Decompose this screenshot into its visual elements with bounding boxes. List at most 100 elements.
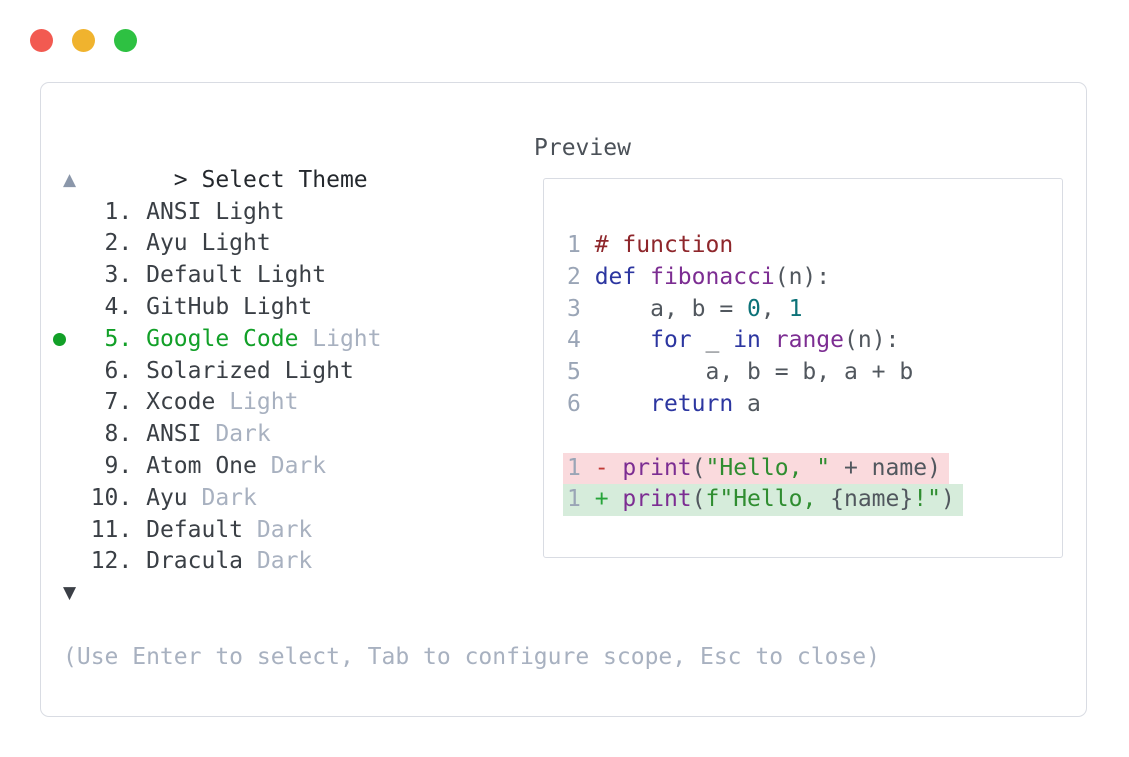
theme-list-column: > Select Theme ▲ 1. ANSI Light 2. Ayu Lig… (53, 133, 880, 674)
preview-box: 1 # function 2 def fibonacci (n): 3 a, b = … (543, 178, 1063, 558)
selected-bullet-icon (53, 333, 66, 347)
item-number: 10. (63, 484, 147, 511)
item-theme-variant: Dark (256, 548, 313, 575)
code-token (636, 264, 650, 290)
item-theme-variant: Dark (256, 516, 313, 543)
traffic-lights (30, 29, 137, 52)
item-theme-name: Xcode (146, 389, 230, 416)
item-theme-name: ANSI (146, 421, 216, 448)
code-token (595, 327, 650, 353)
code-token: ) (940, 486, 955, 513)
item-number: 5. (63, 325, 147, 352)
diff-added-line: 1 + print(f"Hello, {name}!") (563, 484, 963, 517)
code-token: range (774, 327, 844, 354)
theme-list-item[interactable]: 5. Google Code Light (53, 324, 880, 356)
theme-picker-panel: > Select Theme ▲ 1. ANSI Light 2. Ayu Lig… (40, 82, 1087, 717)
code-token: # function (594, 232, 734, 258)
code-token: 1 (788, 295, 803, 322)
theme-list-item[interactable]: 3. Default Light (63, 260, 880, 292)
line-number: 5 (567, 359, 595, 386)
item-number: 6. (63, 357, 147, 384)
theme-list-item[interactable]: 7. Xcode Light (63, 387, 880, 419)
prompt-chevron: > (173, 166, 188, 193)
theme-list-item[interactable]: 4. GitHub Light (63, 292, 880, 324)
item-theme-variant: Dark (201, 484, 257, 511)
code-token: a (733, 390, 761, 417)
keyboard-hint: (Use Enter to select, Tab to configure s… (63, 643, 880, 670)
code-line: 5 a, b = b, a + b (567, 357, 963, 389)
code-token: return (650, 390, 734, 417)
item-theme-variant: Dark (270, 452, 327, 479)
item-theme-name: ANSI (146, 198, 216, 225)
item-theme-name: Dracula (146, 548, 257, 575)
code-token: a, b = b, a + b (594, 359, 914, 386)
code-line: 6 return a (567, 389, 963, 421)
theme-list-item[interactable]: 2. Ayu Light (63, 228, 880, 260)
item-number: 9. (63, 452, 147, 479)
item-number: 11. (63, 516, 147, 543)
minimize-button[interactable] (72, 29, 95, 52)
code-token: ( (691, 486, 706, 513)
code-token: ( (691, 454, 706, 481)
item-theme-variant: Light (312, 325, 382, 352)
line-number: 1 (567, 454, 595, 481)
code-token: !" (913, 486, 941, 513)
item-theme-name: Ayu (146, 484, 202, 511)
line-number: 2 (567, 263, 595, 290)
code-token: f"Hello, (705, 486, 831, 513)
theme-list-item[interactable]: 1. ANSI Light (63, 197, 880, 229)
code-token: - (594, 454, 623, 481)
item-theme-variant: Light (284, 357, 354, 384)
item-theme-variant: Light (256, 262, 327, 289)
scroll-up-icon[interactable]: ▲ (63, 169, 77, 190)
code-token: {name} (830, 486, 914, 513)
spacer-line (63, 610, 880, 642)
item-number: 8. (63, 421, 147, 448)
code-preview: 1 # function 2 def fibonacci (n): 3 a, b = … (563, 230, 963, 517)
code-token: + (594, 486, 623, 513)
close-button[interactable] (30, 29, 53, 52)
line-number: 4 (567, 327, 595, 354)
item-number: 12. (63, 548, 147, 575)
item-number: 4. (63, 293, 147, 320)
code-token (595, 391, 650, 417)
theme-list-item[interactable]: 8. ANSI Dark (63, 419, 880, 451)
item-theme-name: Default (146, 516, 257, 543)
theme-list-item[interactable]: 6. Solarized Light (63, 356, 880, 388)
item-theme-variant: Light (229, 389, 299, 416)
code-token: (n): (844, 327, 900, 354)
code-token: for (650, 327, 692, 354)
item-theme-name: Google Code (146, 325, 313, 352)
line-number: 1 (567, 232, 595, 258)
theme-list-item[interactable]: 12. Dracula Dark (63, 546, 880, 578)
item-theme-name: Solarized (146, 357, 285, 384)
code-token: fibonacci (650, 263, 775, 290)
diff-removed-line: 1 - print("Hello, " + name) (563, 452, 963, 485)
picker-header: > Select Theme (63, 133, 880, 193)
scroll-down-icon[interactable]: ▼ (63, 583, 77, 604)
item-number: 7. (63, 389, 147, 416)
item-number: 1. (63, 198, 147, 225)
item-theme-variant: Dark (215, 421, 271, 448)
theme-list-item[interactable]: 9. Atom One Dark (63, 451, 880, 483)
code-token: print (622, 454, 692, 481)
item-theme-variant: Light (201, 230, 271, 257)
item-theme-name: Ayu (146, 230, 202, 257)
theme-list-item[interactable]: 10. Ayu Dark (63, 483, 880, 515)
code-token: _ (691, 327, 734, 354)
item-number: 3. (63, 262, 147, 289)
picker-title: Select Theme (201, 166, 368, 193)
theme-list-item[interactable]: 11. Default Dark (63, 515, 880, 547)
line-number: 3 (567, 295, 595, 322)
item-number: 2. (63, 230, 147, 257)
zoom-button[interactable] (114, 29, 137, 52)
code-token: , (760, 295, 789, 322)
line-number: 1 (567, 486, 595, 513)
code-token: def (594, 263, 637, 290)
item-theme-name: Default (146, 262, 257, 289)
code-token: "Hello, " (705, 454, 831, 481)
item-theme-variant: Light (215, 198, 285, 225)
code-token (761, 327, 775, 353)
